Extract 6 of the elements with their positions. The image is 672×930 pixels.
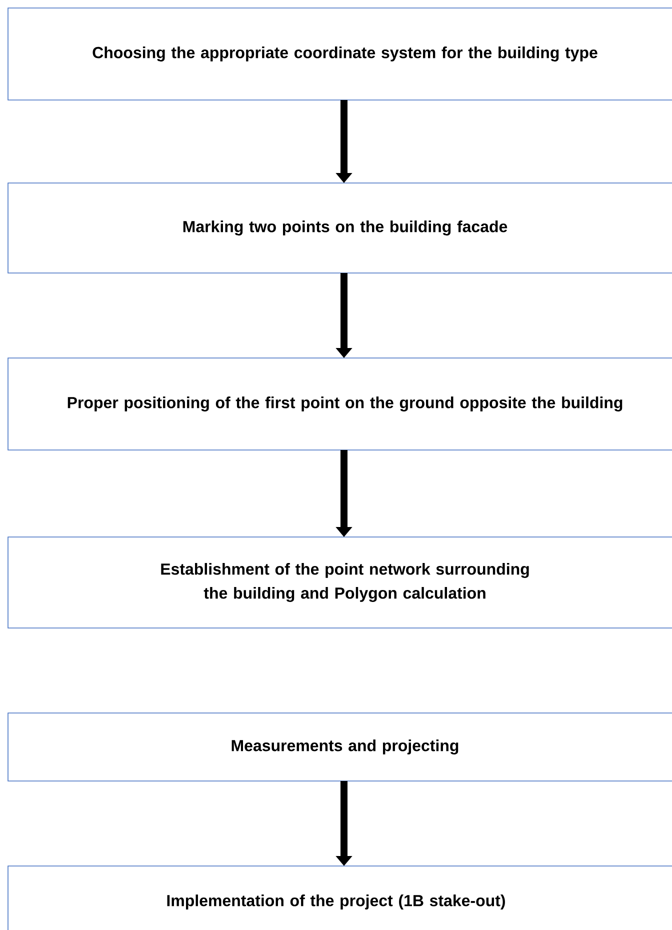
- process-box: Proper positioning of the first point on the ground opposite the building: [8, 358, 672, 450]
- process-box: Measurements and projecting: [8, 712, 672, 782]
- process-box: Establishment of the point network surrounding the building and Polygon calculation: [8, 536, 672, 628]
- process-box: Implementation of the project (1B stake-out): [8, 866, 672, 930]
- process-box: Marking two points on the building facade: [8, 182, 672, 274]
- process-box: Choosing the appropriate coordinate system for the building type: [8, 8, 672, 100]
